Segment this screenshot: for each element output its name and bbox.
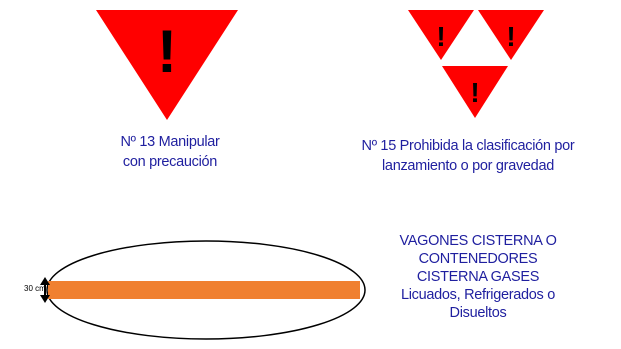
dimension-label: 30 cm [24, 284, 46, 293]
exclamation-icon: ! [157, 18, 177, 85]
caption-line: CISTERNA GASES [416, 269, 540, 285]
warning-triangle-icon [408, 10, 474, 60]
caption-line: Licuados, Refrigerados o [400, 287, 555, 303]
warning-triangle-icon [478, 10, 544, 60]
warning-triangle-icon [442, 66, 508, 118]
sign-13-caption: Nº 13 Manipular con precaución [70, 132, 270, 172]
caption-line: lanzamiento o por gravedad [382, 158, 554, 174]
caption-line: VAGONES CISTERNA O [399, 233, 557, 249]
tank-caption: VAGONES CISTERNA O CONTENEDORES CISTERNA… [378, 232, 578, 322]
tank-diagram [40, 240, 366, 340]
caption-line: CONTENEDORES [418, 251, 538, 267]
sign-15-caption: Nº 15 Prohibida la clasificación por lan… [318, 136, 618, 176]
orange-stripe [48, 281, 360, 299]
caption-line: con precaución [122, 154, 218, 170]
sign-13-label: ! [96, 10, 238, 120]
caption-line: Nº 13 Manipular [120, 134, 220, 150]
exclamation-icon: ! [506, 21, 515, 52]
dimension-arrow-icon [40, 277, 50, 303]
exclamation-icon: ! [470, 77, 479, 108]
caption-line: Nº 15 Prohibida la clasificación por [361, 138, 575, 154]
warning-triangle-icon [96, 10, 238, 120]
exclamation-icon: ! [436, 21, 445, 52]
caption-line: Disueltos [449, 305, 507, 321]
sign-15-label: ! ! ! [408, 10, 544, 118]
